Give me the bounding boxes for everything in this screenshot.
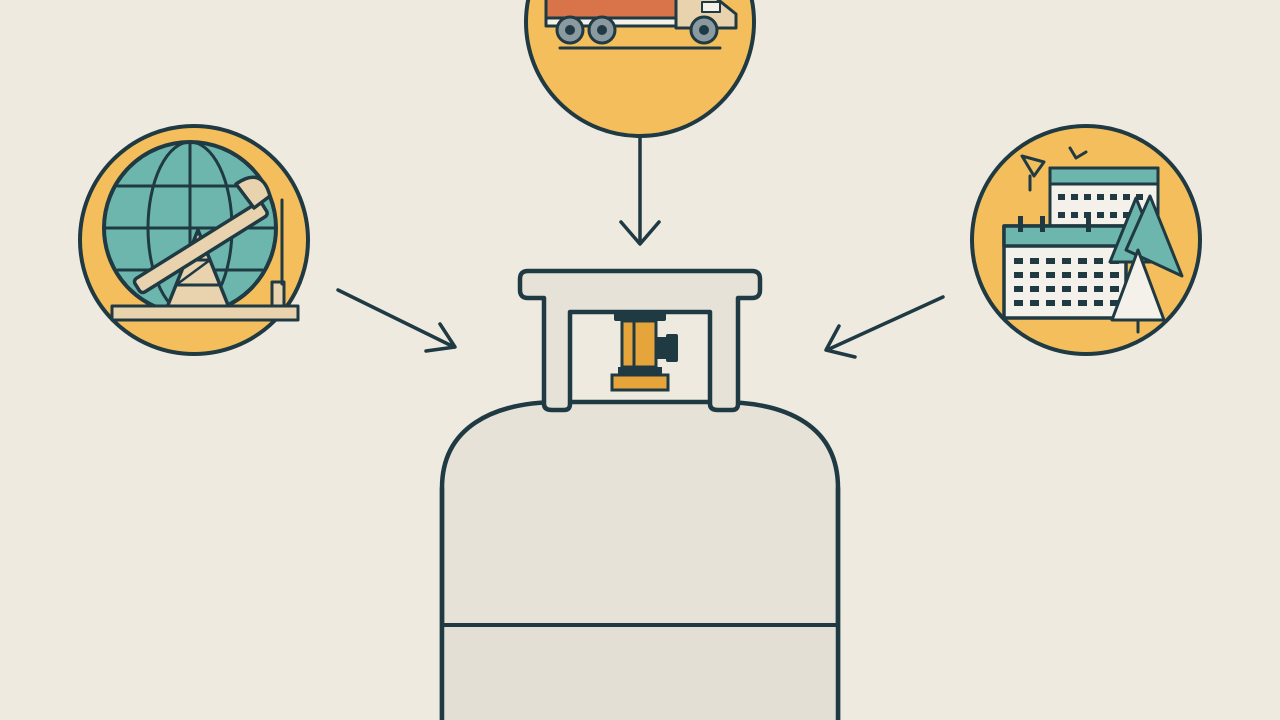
calendar-day-cell	[1046, 286, 1055, 292]
arrow-from-season	[824, 295, 945, 359]
calendar-day-cell	[1062, 272, 1071, 278]
calendar-day-cell	[1094, 300, 1103, 306]
calendar-day-cell	[1058, 212, 1065, 218]
pump-base	[110, 304, 300, 322]
calendar-day-cell	[1110, 194, 1117, 200]
arrow-head	[424, 322, 457, 353]
calendar-day-cell	[1136, 194, 1143, 200]
cylinder-guard-handle	[517, 268, 763, 413]
calendar-day-cell	[1062, 286, 1071, 292]
calendar-day-cell	[1030, 300, 1039, 306]
valve-base	[610, 373, 670, 392]
calendar-day-cell	[1071, 194, 1078, 200]
calendar-day-cell	[1046, 258, 1055, 264]
calendar-day-cell	[1123, 212, 1130, 218]
calendar-day-cell	[1078, 300, 1087, 306]
season-badge	[970, 124, 1202, 356]
valve-body	[620, 319, 658, 369]
calendar-day-cell	[1014, 258, 1023, 264]
calendar-day-cell	[1094, 286, 1103, 292]
calendar-day-cell	[1058, 194, 1065, 200]
calendar-day-cell	[1097, 194, 1104, 200]
calendar-day-cell	[1094, 258, 1103, 264]
calendar-day-cell	[1062, 300, 1071, 306]
calendar-day-cell	[1094, 272, 1103, 278]
calendar-day-cell	[1030, 286, 1039, 292]
pump-head	[234, 175, 272, 210]
calendar-day-cell	[1110, 272, 1119, 278]
calendar-day-cell	[1014, 300, 1023, 306]
calendar-day-cell	[1110, 300, 1119, 306]
propane-tank-icon	[439, 268, 841, 720]
calendar-day-cell	[1046, 300, 1055, 306]
calendar-day-cell	[1014, 272, 1023, 278]
calendar-day-cell	[1078, 286, 1087, 292]
calendar-day-cell	[1078, 272, 1087, 278]
calendar-day-cell	[1046, 272, 1055, 278]
calendar-day-cell	[1030, 272, 1039, 278]
calendar-day-cell	[1062, 258, 1071, 264]
valve-outlet	[656, 337, 666, 359]
calendar-day-cell	[1110, 286, 1119, 292]
sparkle-icon	[1020, 154, 1046, 178]
cylinder-lower-band	[444, 625, 836, 720]
arrow-head	[824, 324, 857, 359]
calendar-day-cell	[1123, 194, 1130, 200]
pump-beam	[132, 200, 269, 295]
arrow-head	[619, 220, 661, 246]
calendar-day-cell	[1071, 212, 1078, 218]
calendar-day-cell	[1097, 212, 1104, 218]
arrow-from-transport	[619, 116, 661, 246]
calendar-day-cell	[1078, 258, 1087, 264]
globe-oil-pump-icon	[102, 140, 300, 322]
arrow-from-extraction	[336, 288, 457, 353]
truck-cargo	[544, 0, 678, 20]
transport-badge	[524, 0, 756, 138]
calendar-pine-trees-icon	[1002, 146, 1184, 334]
calendar-day-cell	[1084, 212, 1091, 218]
calendar-day-cell	[1014, 286, 1023, 292]
calendar-day-cell	[1110, 212, 1117, 218]
calendar-day-cell	[1030, 258, 1039, 264]
extraction-badge	[78, 124, 310, 356]
calendar-day-cell	[1084, 194, 1091, 200]
valve-icon	[610, 311, 678, 392]
sparkle-icon	[1068, 146, 1088, 160]
delivery-truck-icon	[544, 0, 738, 50]
